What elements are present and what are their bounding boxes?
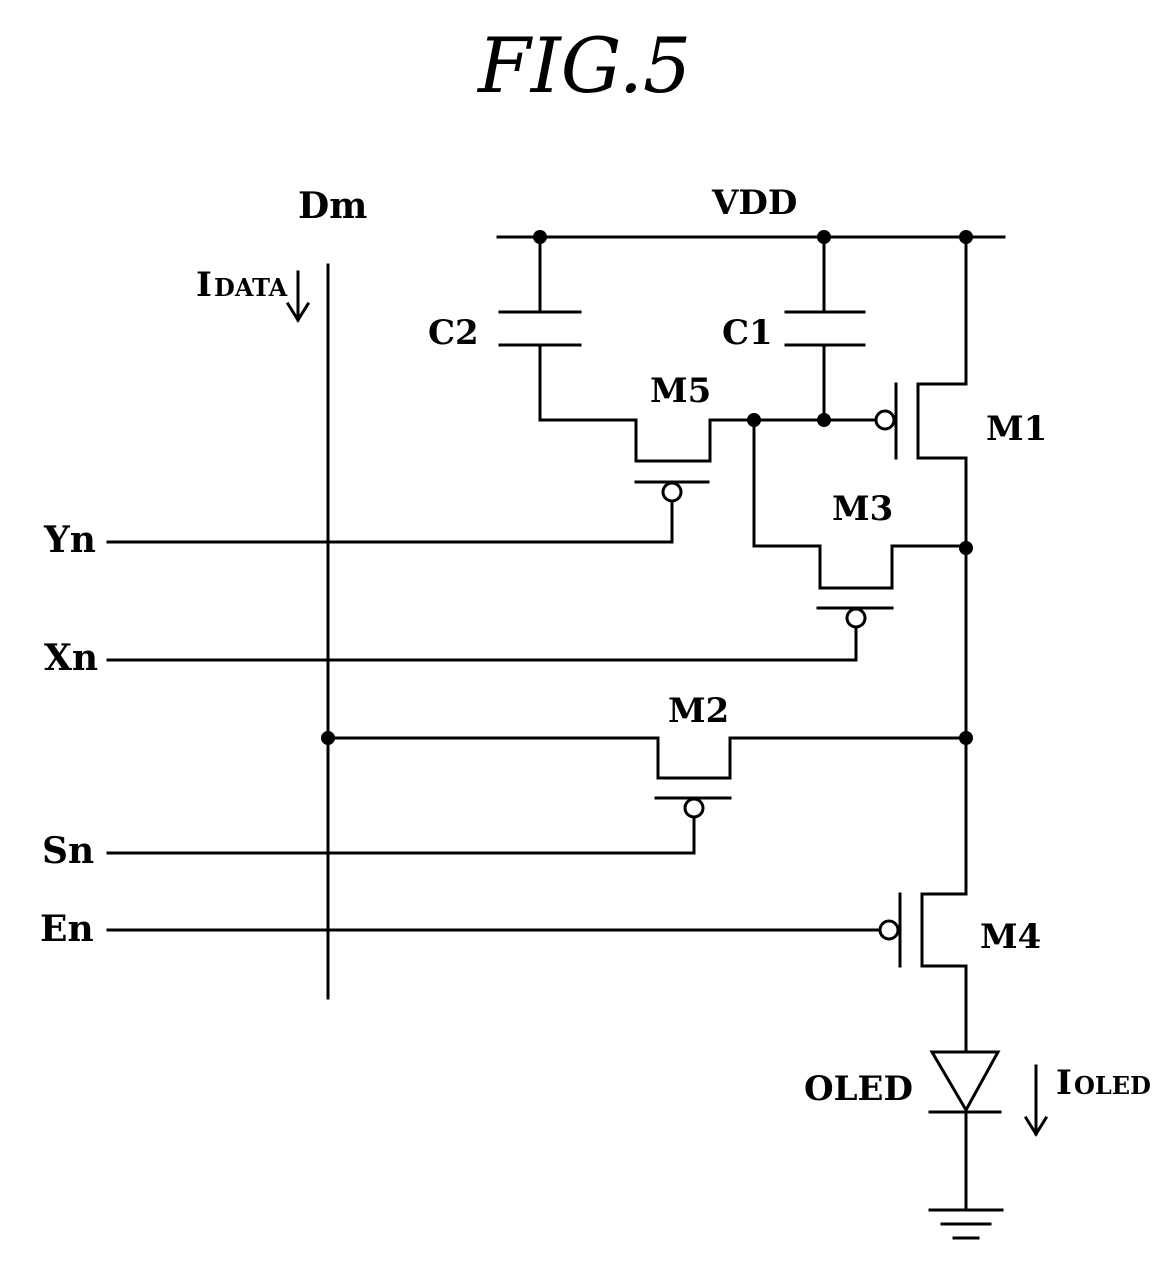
label-yn: Yn bbox=[43, 519, 96, 561]
svg-text:I: I bbox=[196, 265, 212, 305]
data-current-arrow bbox=[288, 272, 308, 320]
capacitor-c1 bbox=[786, 237, 864, 420]
label-sn: Sn bbox=[42, 830, 94, 872]
label-m5: M5 bbox=[650, 371, 711, 411]
data-current-label: I DATA bbox=[196, 265, 288, 305]
ground-symbol bbox=[930, 1210, 1002, 1238]
figure-title: FIG.5 bbox=[476, 21, 691, 110]
transistor-m2 bbox=[328, 738, 966, 853]
oled-current-arrow bbox=[1026, 1066, 1046, 1134]
label-c1: C1 bbox=[722, 313, 773, 353]
oled-current-label: I OLED bbox=[1056, 1063, 1151, 1103]
oled-diode bbox=[930, 1052, 1000, 1208]
label-m3: M3 bbox=[832, 489, 893, 529]
label-m4: M4 bbox=[980, 917, 1041, 957]
transistor-m3 bbox=[754, 420, 966, 660]
label-oled: OLED bbox=[804, 1069, 913, 1109]
node-m2-rail bbox=[959, 731, 973, 745]
label-en: En bbox=[40, 908, 94, 950]
label-vdd: VDD bbox=[711, 183, 797, 223]
transistor-m4 bbox=[880, 894, 966, 1052]
capacitor-c2 bbox=[500, 237, 580, 420]
svg-text:DATA: DATA bbox=[214, 273, 288, 302]
node-c1-gate bbox=[817, 413, 831, 427]
label-xn: Xn bbox=[44, 637, 98, 679]
label-m2: M2 bbox=[668, 691, 729, 731]
node-dm-m2 bbox=[321, 731, 335, 745]
svg-text:OLED: OLED bbox=[1074, 1071, 1151, 1100]
label-c2: C2 bbox=[428, 313, 479, 353]
svg-text:I: I bbox=[1056, 1063, 1072, 1103]
transistor-m5 bbox=[540, 420, 754, 542]
label-m1: M1 bbox=[986, 409, 1047, 449]
label-dm: Dm bbox=[298, 185, 367, 227]
